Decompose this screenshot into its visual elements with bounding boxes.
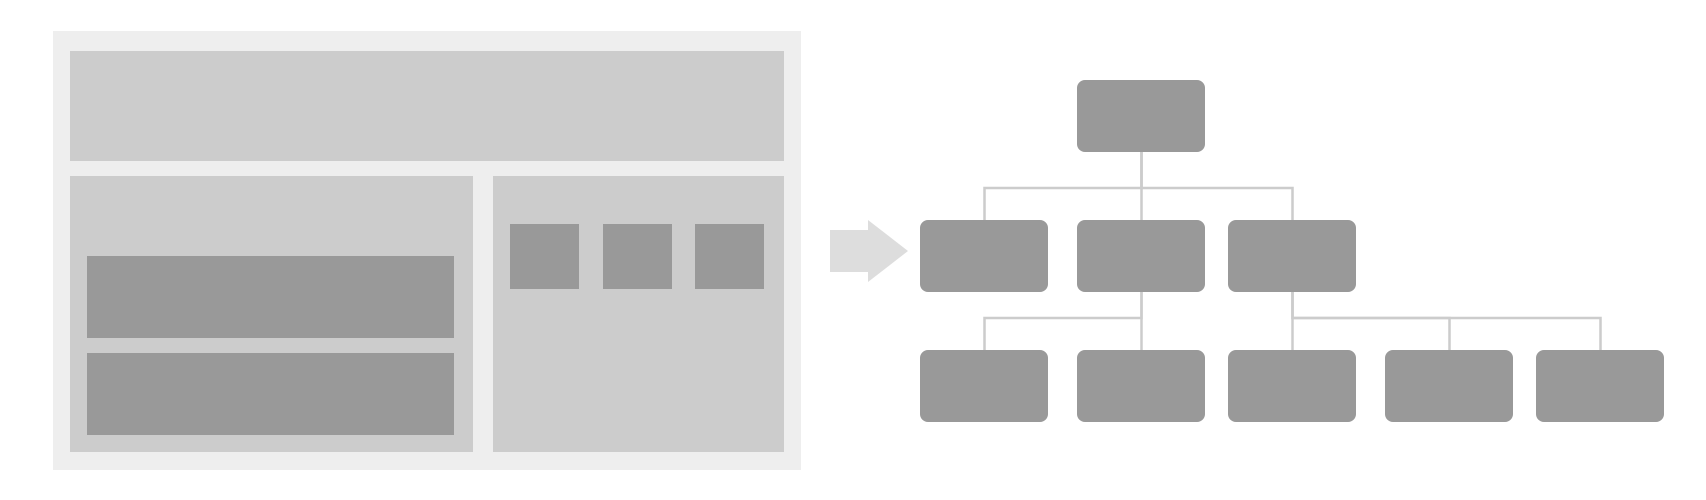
thumbnail-block [603, 224, 672, 289]
tree-node [920, 220, 1048, 292]
tree-node [1077, 220, 1205, 292]
tree-node [920, 350, 1048, 422]
tree-node [1228, 220, 1356, 292]
tree-connector [1140, 152, 1294, 220]
tree-nodes [920, 80, 1664, 422]
tree-node [1385, 350, 1513, 422]
tree-connector [1291, 292, 1451, 350]
hierarchy-tree [920, 80, 1664, 422]
right-arrow-shape [830, 220, 908, 282]
content-block [87, 353, 454, 435]
tree-connector [983, 152, 1143, 220]
content-block [87, 256, 454, 338]
tree-node [1536, 350, 1664, 422]
tree-node [1228, 350, 1356, 422]
thumbnail-block [510, 224, 579, 289]
right-panel [493, 176, 784, 452]
tree-root-node [1077, 80, 1205, 152]
header-panel [70, 51, 784, 161]
tree-connector [1291, 292, 1602, 350]
thumbnail-block [695, 224, 764, 289]
tree-connector [983, 292, 1143, 350]
right-arrow-icon [830, 220, 908, 282]
tree-node [1077, 350, 1205, 422]
tree-connectors [983, 152, 1602, 350]
